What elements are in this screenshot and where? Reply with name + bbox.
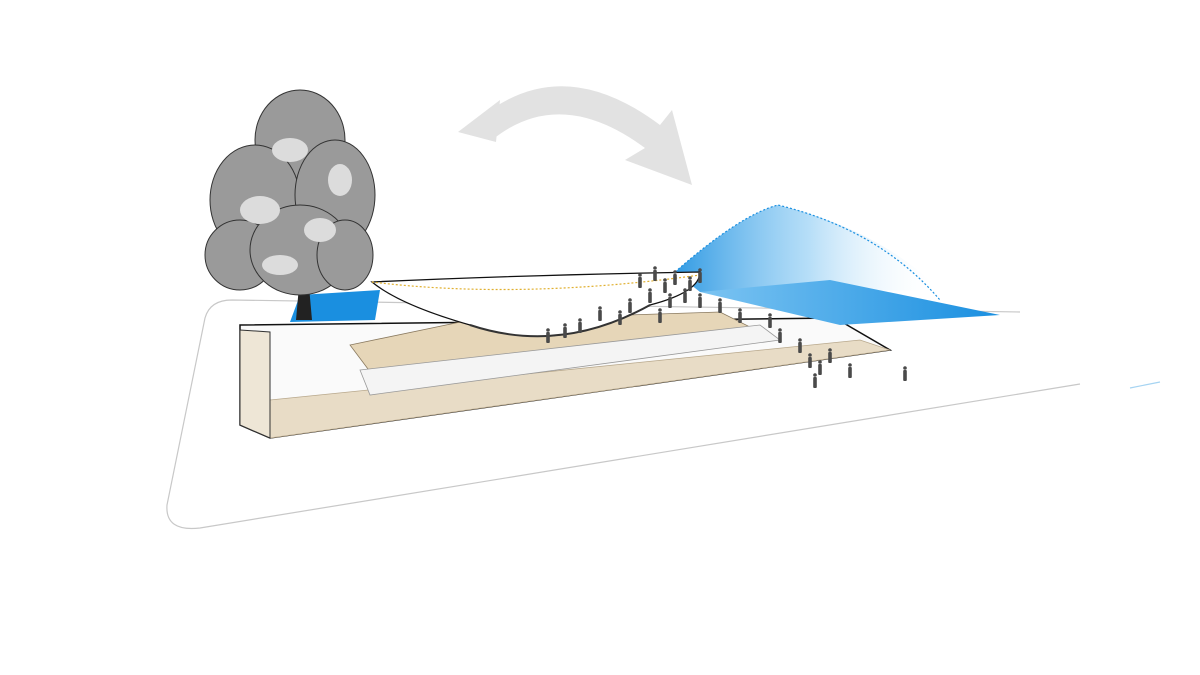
person-icon [618, 310, 622, 325]
person-icon [546, 328, 550, 343]
person-icon [628, 298, 632, 313]
person-icon [718, 298, 722, 313]
person-icon [658, 308, 662, 323]
site-edge-right [1129, 381, 1161, 389]
canopy [370, 271, 701, 338]
person-icon [638, 273, 642, 288]
water-pool [290, 290, 380, 322]
people-group [546, 266, 907, 388]
platform [239, 311, 893, 439]
flat-blue-plane [700, 280, 1000, 325]
person-icon [808, 353, 812, 368]
person-icon [778, 328, 782, 343]
person-icon [903, 366, 907, 381]
person-icon [698, 293, 702, 308]
person-icon [598, 306, 602, 321]
person-icon [818, 360, 822, 375]
person-icon [688, 276, 692, 291]
sail-plane [675, 205, 940, 292]
person-icon [663, 278, 667, 293]
person-icon [828, 348, 832, 363]
curved-double-arrow-icon [458, 86, 692, 185]
person-icon [698, 268, 702, 283]
person-icon [683, 288, 687, 303]
person-icon [578, 318, 582, 333]
person-icon [563, 323, 567, 338]
tree-icon [204, 89, 376, 320]
person-icon [848, 363, 852, 378]
person-icon [738, 308, 742, 323]
person-icon [798, 338, 802, 353]
person-icon [768, 313, 772, 328]
person-icon [813, 373, 817, 388]
person-icon [648, 288, 652, 303]
person-icon [673, 270, 677, 285]
person-icon [668, 293, 672, 308]
stairs-left [239, 329, 271, 439]
person-icon [653, 266, 657, 281]
